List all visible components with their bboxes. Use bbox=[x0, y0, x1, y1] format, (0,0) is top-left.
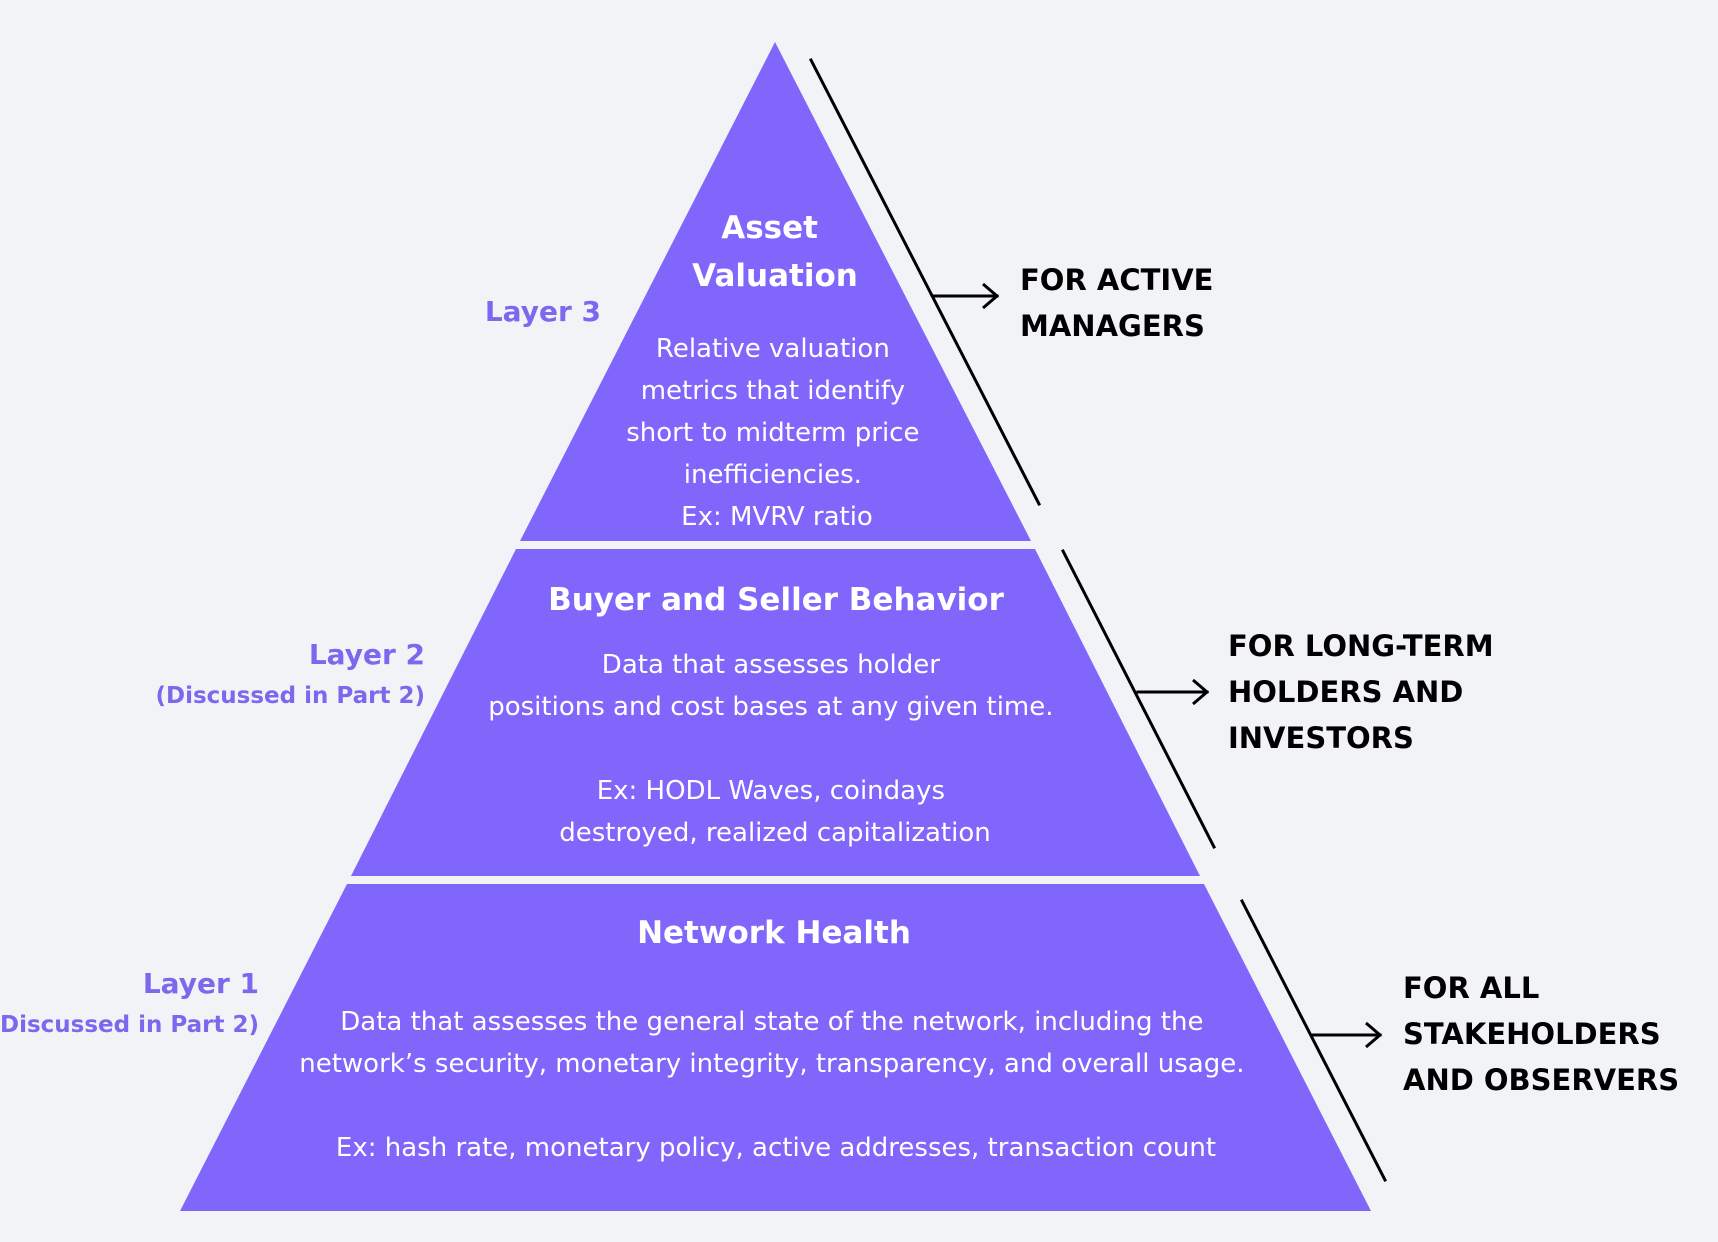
tier-2-description: Data that assesses holder positions and … bbox=[488, 650, 1062, 848]
layer-2-label: Layer 2 bbox=[309, 638, 425, 671]
audience-line: FOR ALL bbox=[1403, 971, 1539, 1005]
tier-3-text-line: Relative valuation bbox=[656, 334, 890, 364]
tier-2-shape bbox=[351, 549, 1200, 876]
audience-1: FOR ALL STAKEHOLDERS AND OBSERVERS bbox=[1239, 898, 1679, 1183]
audience-line: AND OBSERVERS bbox=[1403, 1063, 1679, 1097]
audience-3: FOR ACTIVE MANAGERS bbox=[808, 57, 1224, 507]
bracket-line bbox=[1239, 898, 1388, 1183]
tier-1-description: Data that assesses the general state of … bbox=[299, 1007, 1252, 1163]
tier-1-content: Network Health Data that assesses the ge… bbox=[299, 915, 1252, 1163]
audience-2: FOR LONG-TERM HOLDERS AND INVESTORS bbox=[1060, 548, 1504, 850]
pyramid bbox=[180, 42, 1371, 1211]
audience-label: FOR LONG-TERM HOLDERS AND INVESTORS bbox=[1228, 629, 1504, 755]
audience-label: FOR ALL STAKEHOLDERS AND OBSERVERS bbox=[1403, 971, 1679, 1097]
layer-1-label: Layer 1 bbox=[143, 967, 259, 1000]
tier-3-text-line: short to midterm price bbox=[626, 418, 919, 448]
tier-2-text-line: positions and cost bases at any given ti… bbox=[488, 692, 1053, 722]
tier-3-text-line: inefficiencies. bbox=[684, 460, 862, 490]
tier-3-content: Asset Valuation Relative valuation metri… bbox=[626, 210, 928, 532]
tier-2-text-line: Data that assesses holder bbox=[602, 650, 940, 680]
tier-2-title: Buyer and Seller Behavior bbox=[548, 582, 1004, 618]
layer-labels: Layer 3 Layer 2 (Discussed in Part 2) La… bbox=[0, 295, 601, 1038]
arrow-right-icon bbox=[982, 282, 1000, 310]
tier-2-example: Ex: HODL Waves, coindays bbox=[597, 776, 945, 806]
layer-3-label: Layer 3 bbox=[485, 295, 601, 328]
tier-3-title-line: Asset bbox=[721, 210, 818, 246]
audience-line: FOR ACTIVE bbox=[1020, 263, 1213, 297]
tier-2-example: destroyed, realized capitalization bbox=[559, 818, 991, 848]
tier-1-text-line: network’s security, monetary integrity, … bbox=[299, 1049, 1244, 1079]
tier-3-title-line: Valuation bbox=[692, 258, 858, 294]
tier-3-shape bbox=[520, 42, 1031, 541]
tier-3-text-line: metrics that identify bbox=[641, 376, 905, 406]
tier-1-shape bbox=[180, 884, 1371, 1211]
audience-line: MANAGERS bbox=[1020, 309, 1205, 343]
arrow-right-icon bbox=[1365, 1021, 1383, 1049]
bracket-line bbox=[808, 57, 1042, 507]
tier-3-title: Asset Valuation bbox=[692, 210, 858, 294]
tier-1-text-line: Data that assesses the general state of … bbox=[340, 1007, 1203, 1037]
layer-1-note: (Discussed in Part 2) bbox=[0, 1012, 259, 1038]
audience-line: FOR LONG-TERM bbox=[1228, 629, 1494, 663]
arrow-right-icon bbox=[1192, 678, 1210, 706]
bracket-line bbox=[1060, 548, 1217, 850]
tier-2-content: Buyer and Seller Behavior Data that asse… bbox=[488, 582, 1062, 848]
audience-line: INVESTORS bbox=[1228, 721, 1414, 755]
tier-3-description: Relative valuation metrics that identify… bbox=[626, 334, 928, 532]
audience-line: HOLDERS AND bbox=[1228, 675, 1463, 709]
tier-3-example: Ex: MVRV ratio bbox=[681, 502, 873, 532]
layer-2-note: (Discussed in Part 2) bbox=[155, 683, 425, 709]
tier-1-title: Network Health bbox=[637, 915, 911, 951]
audience-label: FOR ACTIVE MANAGERS bbox=[1020, 263, 1224, 343]
tier-1-example: Ex: hash rate, monetary policy, active a… bbox=[336, 1133, 1216, 1163]
audience-line: STAKEHOLDERS bbox=[1403, 1017, 1661, 1051]
